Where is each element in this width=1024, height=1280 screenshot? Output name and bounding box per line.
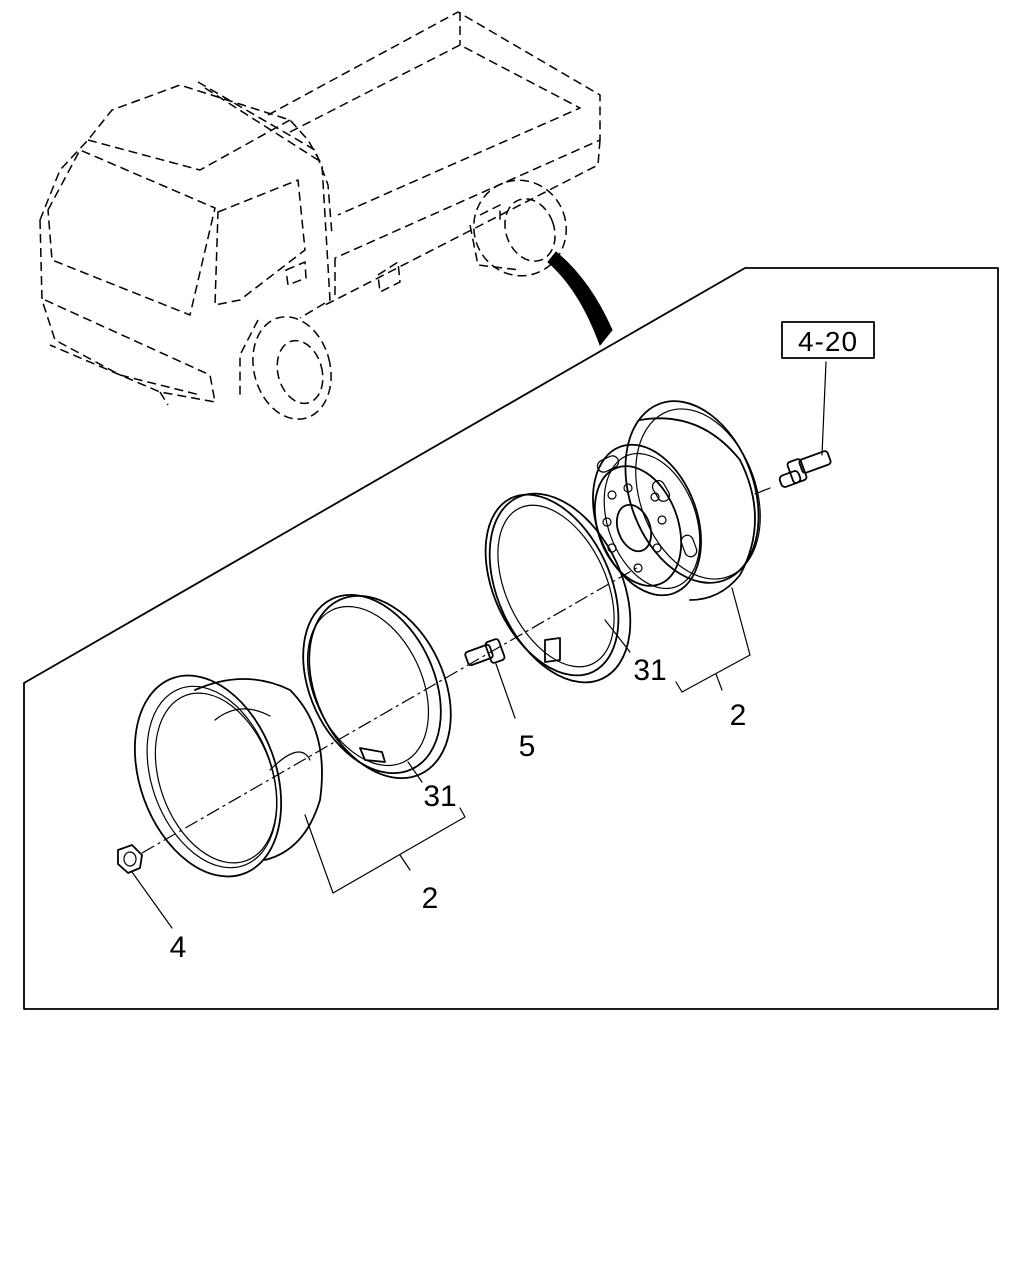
callout-2-right: 2: [730, 699, 747, 732]
callout-31-left: 31: [423, 780, 456, 813]
wheel-disc-right: [592, 400, 761, 601]
center-axis: [141, 565, 641, 854]
callout-4: 4: [170, 931, 187, 964]
callout-2-left: 2: [422, 882, 439, 915]
split-ring-right: [484, 492, 632, 684]
callout-31-right: 31: [633, 654, 666, 687]
wheel-nut: [117, 844, 173, 929]
detail-frame: [23, 267, 999, 1010]
wheel-rim-left: [133, 674, 323, 878]
hub-bolt-top: [754, 450, 832, 495]
reference-box: 4-20: [781, 321, 875, 456]
reference-label: 4-20: [798, 326, 858, 357]
leader-lines: [304, 587, 751, 894]
truck-outline: [39, 11, 601, 420]
callout-5: 5: [519, 730, 536, 763]
pointer-arrow: [547, 251, 613, 347]
hub-bolt-center: [464, 638, 516, 719]
side-ring-left: [302, 593, 452, 780]
